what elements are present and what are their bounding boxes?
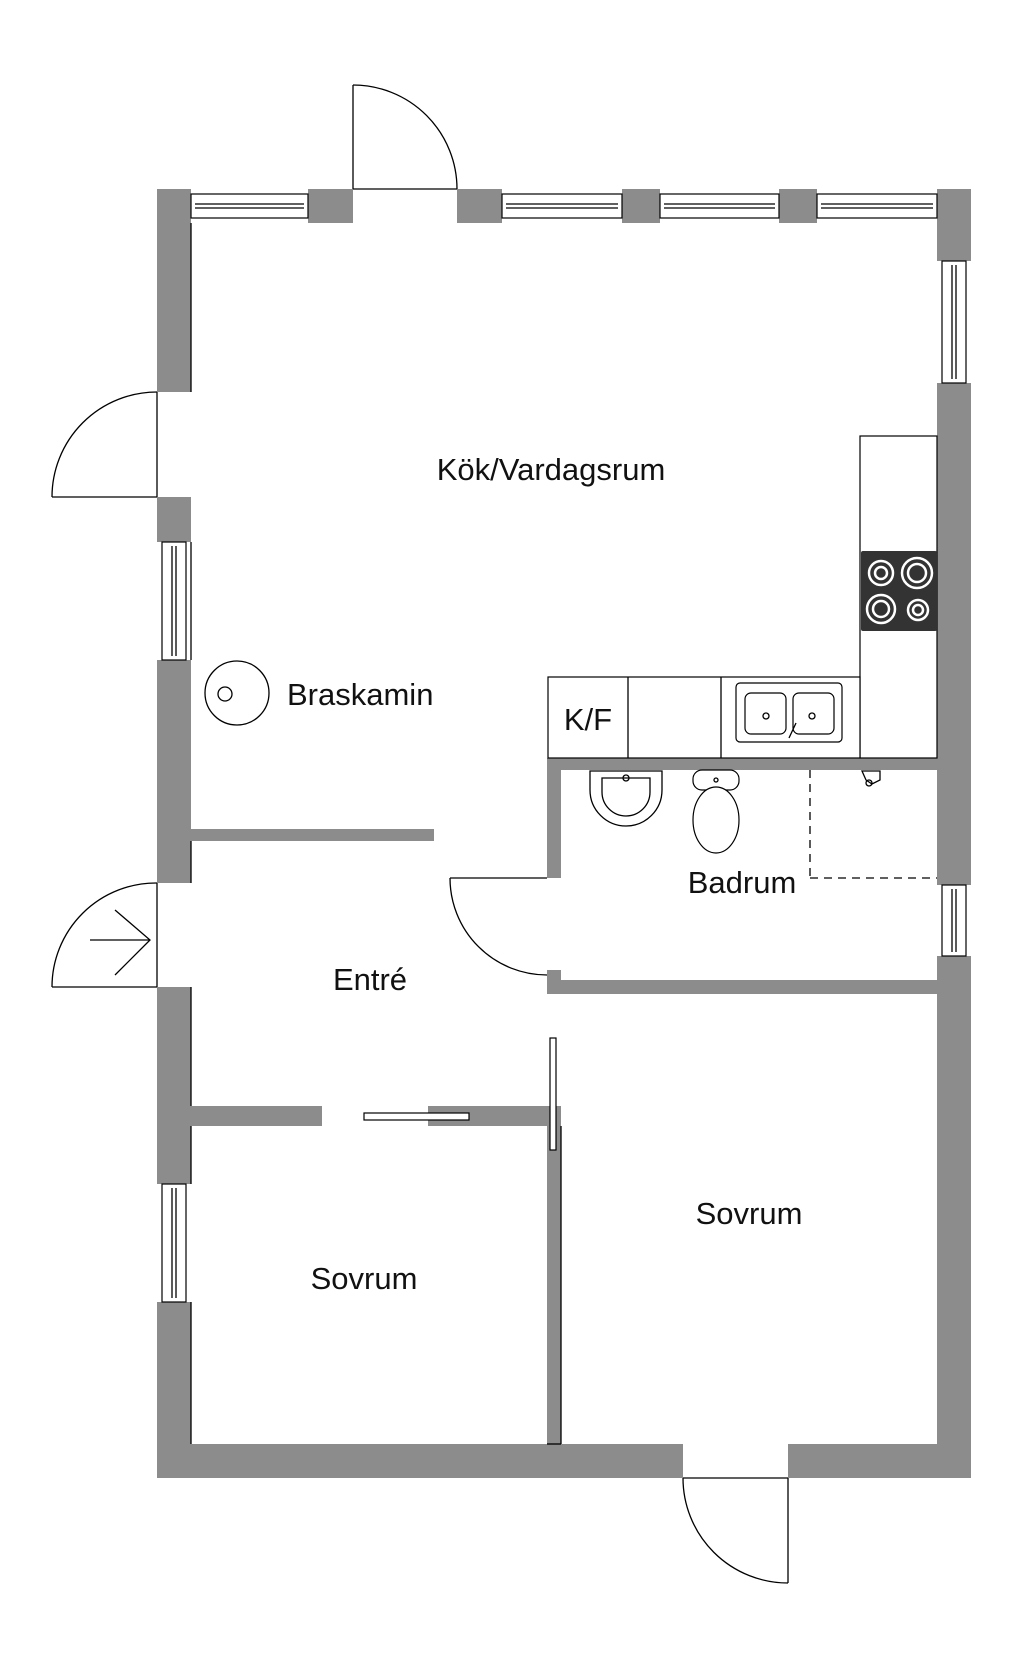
shower-area	[809, 770, 937, 879]
bedroom-right-label: Sovrum	[696, 1196, 803, 1231]
window-icon	[941, 260, 967, 384]
sink-icon	[735, 682, 843, 743]
door-swing-icon	[549, 1037, 557, 1151]
window-icon	[941, 884, 967, 957]
bedroom-left-label: Sovrum	[311, 1261, 418, 1296]
window-icon	[190, 193, 309, 219]
entry-arrow-icon	[90, 909, 151, 976]
interior-outlines	[190, 841, 562, 1445]
fireplace-icon	[204, 660, 270, 726]
window-icon	[501, 193, 623, 219]
washbasin-icon	[589, 770, 663, 827]
windows	[161, 193, 967, 1303]
door-swing-icon	[682, 1477, 789, 1584]
window-icon	[659, 193, 780, 219]
stove-icon	[861, 551, 937, 631]
window-icon	[816, 193, 938, 219]
outer-walls	[157, 189, 971, 1478]
sliding-door-icon	[363, 1112, 470, 1121]
interior-walls	[191, 758, 937, 1444]
window-icon	[161, 541, 187, 661]
door-swing-icon	[51, 882, 158, 988]
kitchen-living-label: Kök/Vardagsrum	[437, 452, 666, 487]
door-swing-icon	[352, 84, 458, 190]
fireplace-label: Braskamin	[287, 677, 433, 712]
toilet-icon	[692, 769, 740, 854]
fridge-freezer-label: K/F	[564, 702, 612, 737]
door-swing-icon	[51, 391, 158, 498]
entrance-label: Entré	[333, 962, 407, 997]
bathroom-label: Badrum	[688, 865, 797, 900]
window-icon	[161, 1183, 187, 1303]
door-swing-icon	[449, 877, 548, 976]
